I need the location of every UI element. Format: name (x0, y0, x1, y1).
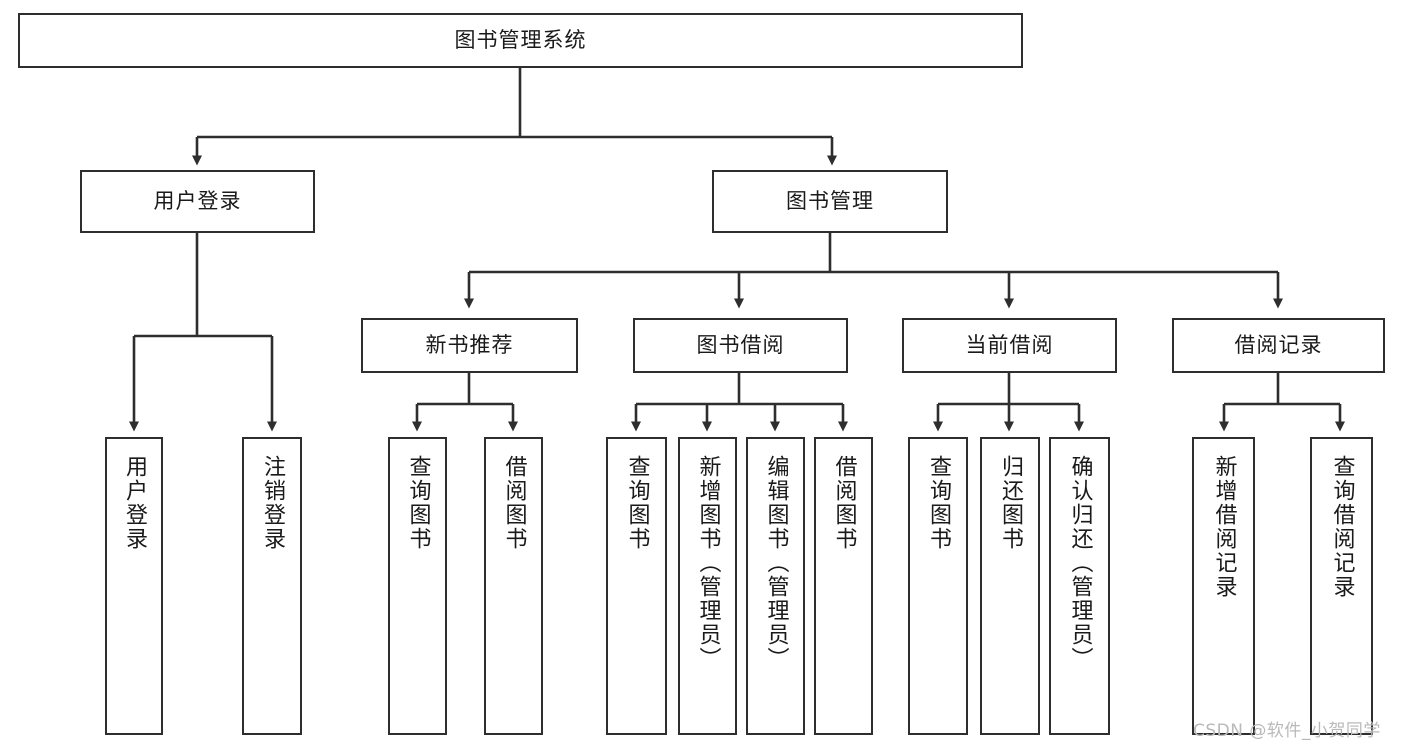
node-leaf-edit-book-label: 编辑图书（管理员） (763, 455, 789, 671)
node-leaf-borrow-book-2-label: 借阅图书 (831, 455, 857, 551)
node-borrow-record[interactable]: 借阅记录 (1172, 318, 1385, 373)
csdn-watermark: CSDN @软件_小贺同学 (1193, 721, 1381, 741)
node-leaf-query-book-3[interactable]: 查询图书 (908, 437, 968, 735)
node-leaf-query-book-1-label: 查询图书 (405, 455, 431, 551)
node-leaf-query-book-1[interactable]: 查询图书 (388, 437, 447, 735)
node-user-login-label: 用户登录 (153, 188, 242, 213)
node-root[interactable]: 图书管理系统 (18, 13, 1023, 68)
node-leaf-return-book[interactable]: 归还图书 (980, 437, 1040, 735)
node-leaf-add-borrow-record-label: 新增借阅记录 (1211, 455, 1237, 599)
node-leaf-borrow-book-2[interactable]: 借阅图书 (814, 437, 873, 735)
node-leaf-borrow-book-1[interactable]: 借阅图书 (484, 437, 543, 735)
node-leaf-add-borrow-record[interactable]: 新增借阅记录 (1192, 437, 1255, 735)
node-leaf-query-book-3-label: 查询图书 (925, 455, 951, 551)
node-leaf-user-login[interactable]: 用户登录 (105, 437, 163, 735)
node-leaf-logout-login[interactable]: 注销登录 (242, 437, 302, 735)
node-leaf-user-login-label: 用户登录 (121, 455, 147, 551)
node-new-book-recommend[interactable]: 新书推荐 (361, 318, 578, 373)
node-leaf-return-book-label: 归还图书 (997, 455, 1023, 551)
node-leaf-add-book-label: 新增图书（管理员） (695, 455, 721, 671)
node-leaf-confirm-return[interactable]: 确认归还（管理员） (1049, 437, 1110, 735)
node-new-book-recommend-label: 新书推荐 (425, 332, 514, 357)
node-borrow-record-label: 借阅记录 (1234, 332, 1323, 357)
node-book-borrow[interactable]: 图书借阅 (633, 318, 848, 373)
node-current-borrow-label: 当前借阅 (965, 332, 1054, 357)
node-leaf-query-borrow-record[interactable]: 查询借阅记录 (1310, 437, 1373, 735)
node-book-manage[interactable]: 图书管理 (712, 170, 948, 233)
node-root-label: 图书管理系统 (454, 27, 587, 52)
node-leaf-borrow-book-1-label: 借阅图书 (501, 455, 527, 551)
node-leaf-query-book-2[interactable]: 查询图书 (606, 437, 667, 735)
node-book-manage-label: 图书管理 (786, 188, 874, 213)
node-leaf-query-borrow-record-label: 查询借阅记录 (1329, 455, 1355, 599)
node-leaf-query-book-2-label: 查询图书 (624, 455, 650, 551)
node-leaf-edit-book[interactable]: 编辑图书（管理员） (746, 437, 805, 735)
node-book-borrow-label: 图书借阅 (696, 332, 785, 357)
node-user-login[interactable]: 用户登录 (80, 170, 315, 233)
node-leaf-add-book[interactable]: 新增图书（管理员） (678, 437, 737, 735)
node-current-borrow[interactable]: 当前借阅 (902, 318, 1117, 373)
node-leaf-confirm-return-label: 确认归还（管理员） (1067, 455, 1093, 671)
node-leaf-logout-login-label: 注销登录 (259, 455, 285, 551)
